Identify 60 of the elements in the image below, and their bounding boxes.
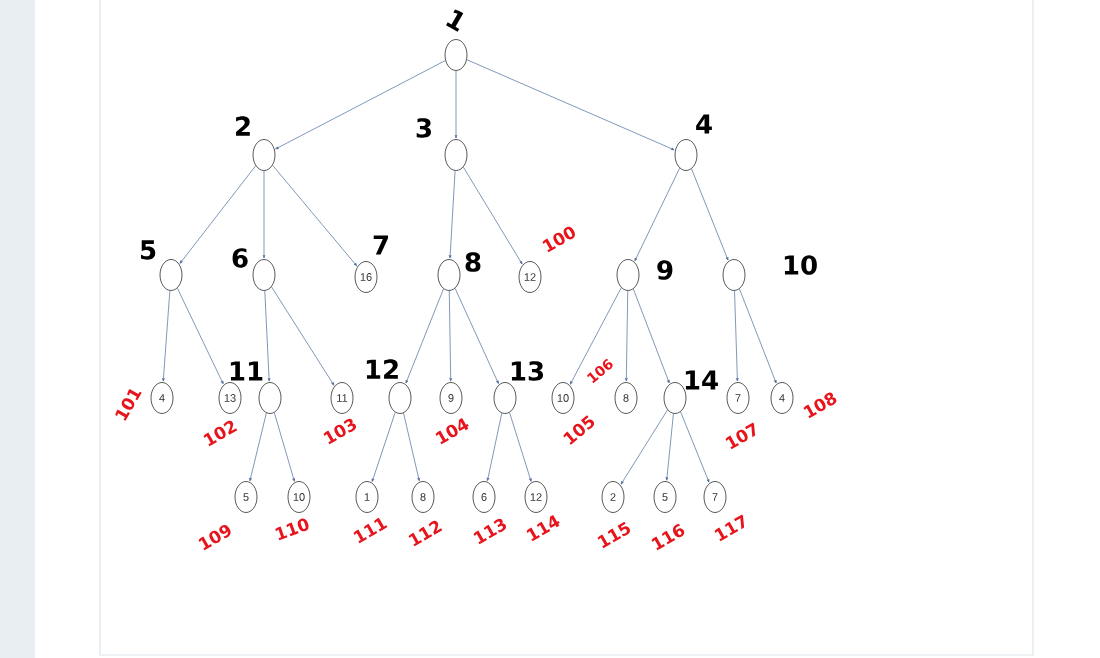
- arrow: [680, 411, 710, 483]
- arrow: [177, 287, 224, 385]
- handwritten-number: 9: [657, 260, 673, 280]
- handwritten-number: 10: [784, 255, 817, 275]
- arrow: [275, 60, 446, 150]
- arrow: [448, 290, 452, 382]
- arrow: [454, 70, 458, 139]
- arrow: [273, 412, 295, 482]
- handwritten-number: 115: [597, 521, 630, 549]
- arrow: [734, 290, 739, 382]
- handwritten-number: 110: [275, 518, 309, 541]
- handwritten-number: 111: [353, 517, 388, 544]
- arrow: [634, 167, 680, 262]
- arrow: [264, 290, 271, 382]
- handwritten-number: 8: [465, 252, 481, 272]
- handwritten-number: 112: [408, 520, 443, 547]
- handwritten-number: 104: [435, 418, 469, 445]
- handwritten-number: 117: [714, 514, 745, 542]
- handwritten-number: 108: [803, 392, 837, 419]
- arrow: [448, 170, 456, 259]
- arrow: [371, 412, 396, 482]
- arrow: [691, 168, 729, 261]
- arrow: [633, 288, 670, 384]
- arrow: [272, 165, 358, 267]
- handwritten-number: 12: [366, 359, 398, 379]
- arrow: [179, 165, 256, 264]
- arrow: [405, 288, 444, 384]
- handwritten-number: 6: [232, 248, 248, 268]
- arrow: [569, 287, 622, 385]
- handwritten-number: 11: [230, 361, 263, 381]
- arrow: [249, 412, 267, 482]
- handwritten-number: 5: [140, 240, 156, 260]
- arrow: [262, 170, 266, 259]
- handwritten-number: 14: [685, 370, 718, 390]
- handwritten-number: 107: [725, 422, 756, 450]
- handwritten-number: 113: [473, 518, 507, 545]
- handwritten-number: 7: [373, 235, 388, 255]
- arrow: [509, 412, 532, 482]
- handwritten-number: 103: [323, 418, 357, 445]
- arrow: [466, 59, 675, 151]
- arrow: [739, 288, 777, 384]
- handwritten-number: 114: [526, 515, 560, 542]
- handwritten-number: 116: [651, 523, 685, 551]
- handwritten-number: 2: [236, 116, 250, 136]
- handwritten-number: 13: [511, 361, 544, 381]
- arrow: [403, 412, 420, 482]
- handwritten-number: 100: [542, 226, 575, 253]
- arrow: [625, 290, 629, 382]
- handwritten-number: 4: [696, 114, 712, 134]
- arrow: [454, 288, 499, 384]
- handwritten-number: 109: [198, 524, 231, 551]
- arrow: [463, 166, 523, 265]
- arrow: [271, 286, 335, 386]
- handwritten-number: 1: [446, 9, 464, 32]
- handwritten-number: 3: [416, 118, 431, 138]
- arrow: [162, 290, 171, 382]
- arrow: [665, 413, 674, 481]
- handwritten-number: 102: [203, 420, 238, 447]
- arrow: [620, 409, 668, 485]
- arrow: [486, 412, 503, 482]
